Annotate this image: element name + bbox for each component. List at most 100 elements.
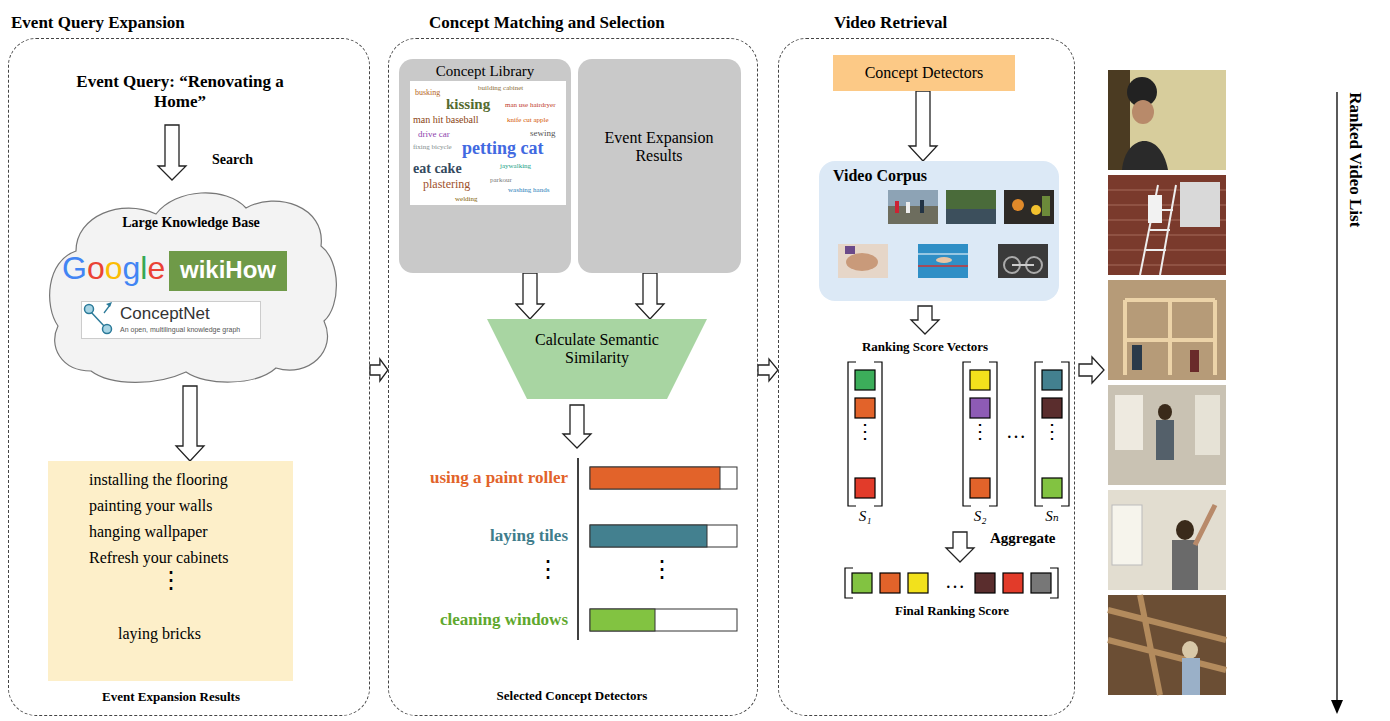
final-score-vector xyxy=(975,573,995,593)
logo-letter: g xyxy=(122,250,140,286)
score-vectors xyxy=(855,370,875,390)
final-score-vector xyxy=(845,568,1058,598)
text-holder: ConceptNet xyxy=(120,304,210,324)
text-holder: Large Knowledge Base xyxy=(122,215,260,231)
ranked-video-frames xyxy=(1190,350,1199,372)
list-item: hanging wallpaper xyxy=(89,523,208,541)
section-caption: Final Ranking Score xyxy=(895,604,1009,619)
ranked-video-frames xyxy=(1125,300,1215,375)
search-arrow xyxy=(158,125,186,180)
aggregate-arrow xyxy=(946,532,974,562)
final-score-vector xyxy=(1003,573,1023,593)
corpus-thumbnails xyxy=(895,201,899,213)
selection-arrow xyxy=(563,405,591,448)
ranked-video-frames xyxy=(1108,280,1226,380)
ranked-video-frames xyxy=(1108,385,1226,485)
ranked-video-frames xyxy=(1180,182,1220,227)
connector-arrow xyxy=(758,359,778,381)
conceptnet-icon xyxy=(90,311,105,327)
text-holder: ⋮ xyxy=(650,556,674,584)
corpus-thumbnails xyxy=(946,209,996,224)
text-holder: building cabinet xyxy=(478,84,523,92)
logo-box: wikiHow xyxy=(169,251,287,291)
text-holder: Ranked Video List xyxy=(1288,150,1390,170)
corpus-thumbnails xyxy=(920,200,924,213)
stage-panel: Event Query ExpansionLarge Knowledge Bas… xyxy=(8,38,370,716)
corpus-thumbnails xyxy=(1012,264,1034,266)
concept-name: laying tiles xyxy=(490,526,568,546)
text-holder: fixing bicycle xyxy=(413,143,452,151)
text-holder: Search xyxy=(212,152,253,168)
ranked-video-frames xyxy=(1108,70,1226,695)
ranked-video-frames xyxy=(1195,505,1215,545)
box-title: Concept Library xyxy=(436,63,535,80)
text-holder: Event Query: “Renovating a Home” xyxy=(70,72,290,111)
text-holder: washing hands xyxy=(508,186,549,194)
corpus-thumbnails xyxy=(838,190,1054,278)
score-bars xyxy=(590,609,655,631)
text-holder: knife cut apple xyxy=(507,116,549,124)
text-holder: Selected Concept Detectors xyxy=(497,689,648,704)
axis-title: Ranked Video List xyxy=(1346,92,1366,227)
logo-tagline: An open, multilingual knowledge graph xyxy=(120,326,240,334)
text-holder: wikiHow xyxy=(180,256,276,284)
vector-name: Sₙ xyxy=(1045,508,1059,525)
ranked-video-frames xyxy=(1132,100,1154,124)
score-vectors xyxy=(1042,370,1062,390)
arrow-label: Search xyxy=(212,152,253,168)
text-holder: An open, multilingual knowledge graph xyxy=(120,326,240,334)
list-item: painting your walls xyxy=(89,497,213,515)
ranked-video-frames xyxy=(1108,70,1226,170)
text-holder: … xyxy=(945,570,965,593)
conceptnet-icon xyxy=(106,302,112,307)
ranked-video-frames xyxy=(1182,658,1200,695)
text-holder: Event Expansion Results xyxy=(102,690,240,705)
text-holder: Sₙ xyxy=(1045,508,1059,525)
cloud-word: building cabinet xyxy=(478,84,523,92)
vector-name: S₁ xyxy=(859,508,872,525)
text-holder: Aggregate xyxy=(990,530,1056,547)
ellipsis: ⋮ xyxy=(1042,420,1062,443)
vector-name: S₂ xyxy=(974,508,987,525)
corpus-thumbnails xyxy=(1004,190,1054,224)
text-holder: cleaning windows xyxy=(440,610,568,630)
connector-arrow xyxy=(370,359,388,381)
text-holder: ⋮ xyxy=(1042,420,1062,443)
final-score-vector xyxy=(908,573,928,593)
rank-order-arrow xyxy=(1331,92,1343,714)
ellipsis: ⋮ xyxy=(159,567,183,595)
connector-arrow xyxy=(516,273,544,319)
ranked-video-frames xyxy=(1108,175,1226,275)
text-holder: … xyxy=(1006,420,1026,443)
final-score-vector xyxy=(1031,573,1051,593)
conceptnet-icon xyxy=(85,302,113,334)
corpus-box: Video Corpus xyxy=(819,161,1059,301)
text-holder: petting cat xyxy=(462,138,543,159)
box-title: Event Expansion Results xyxy=(594,129,724,166)
logo-text: Google xyxy=(62,250,165,287)
corpus-thumbnails xyxy=(1012,199,1024,211)
process-trapezoid: Calculate Semantic Similarity xyxy=(487,319,707,399)
word-cloud-ground xyxy=(410,81,566,205)
arrow-label: Aggregate xyxy=(990,530,1056,547)
ellipsis: ⋮ xyxy=(650,556,674,584)
text-holder: Video Corpus xyxy=(833,167,927,185)
corpus-thumbnails xyxy=(918,254,968,255)
text-holder: installing the flooring xyxy=(89,471,228,489)
score-bars xyxy=(590,609,737,631)
ranked-video-frames xyxy=(1158,404,1172,420)
logo-letter: o xyxy=(105,250,123,286)
text-holder: Ranking Score Vectors xyxy=(862,340,988,355)
score-bars xyxy=(590,525,737,547)
text-holder: jaywalking xyxy=(500,162,531,170)
search-arrow xyxy=(158,125,186,180)
text-holder: hanging wallpaper xyxy=(89,523,208,541)
ranking-arrow xyxy=(911,306,939,334)
result-box: installing the flooring painting your wal… xyxy=(48,461,293,681)
ranked-video-frames xyxy=(1132,345,1142,370)
word-cloud-ground xyxy=(410,81,566,205)
text-holder: parkour xyxy=(490,176,512,184)
ranked-video-frames xyxy=(1108,490,1226,590)
corpus-thumbnails xyxy=(998,244,1048,278)
list-item: laying bricks xyxy=(118,625,201,643)
